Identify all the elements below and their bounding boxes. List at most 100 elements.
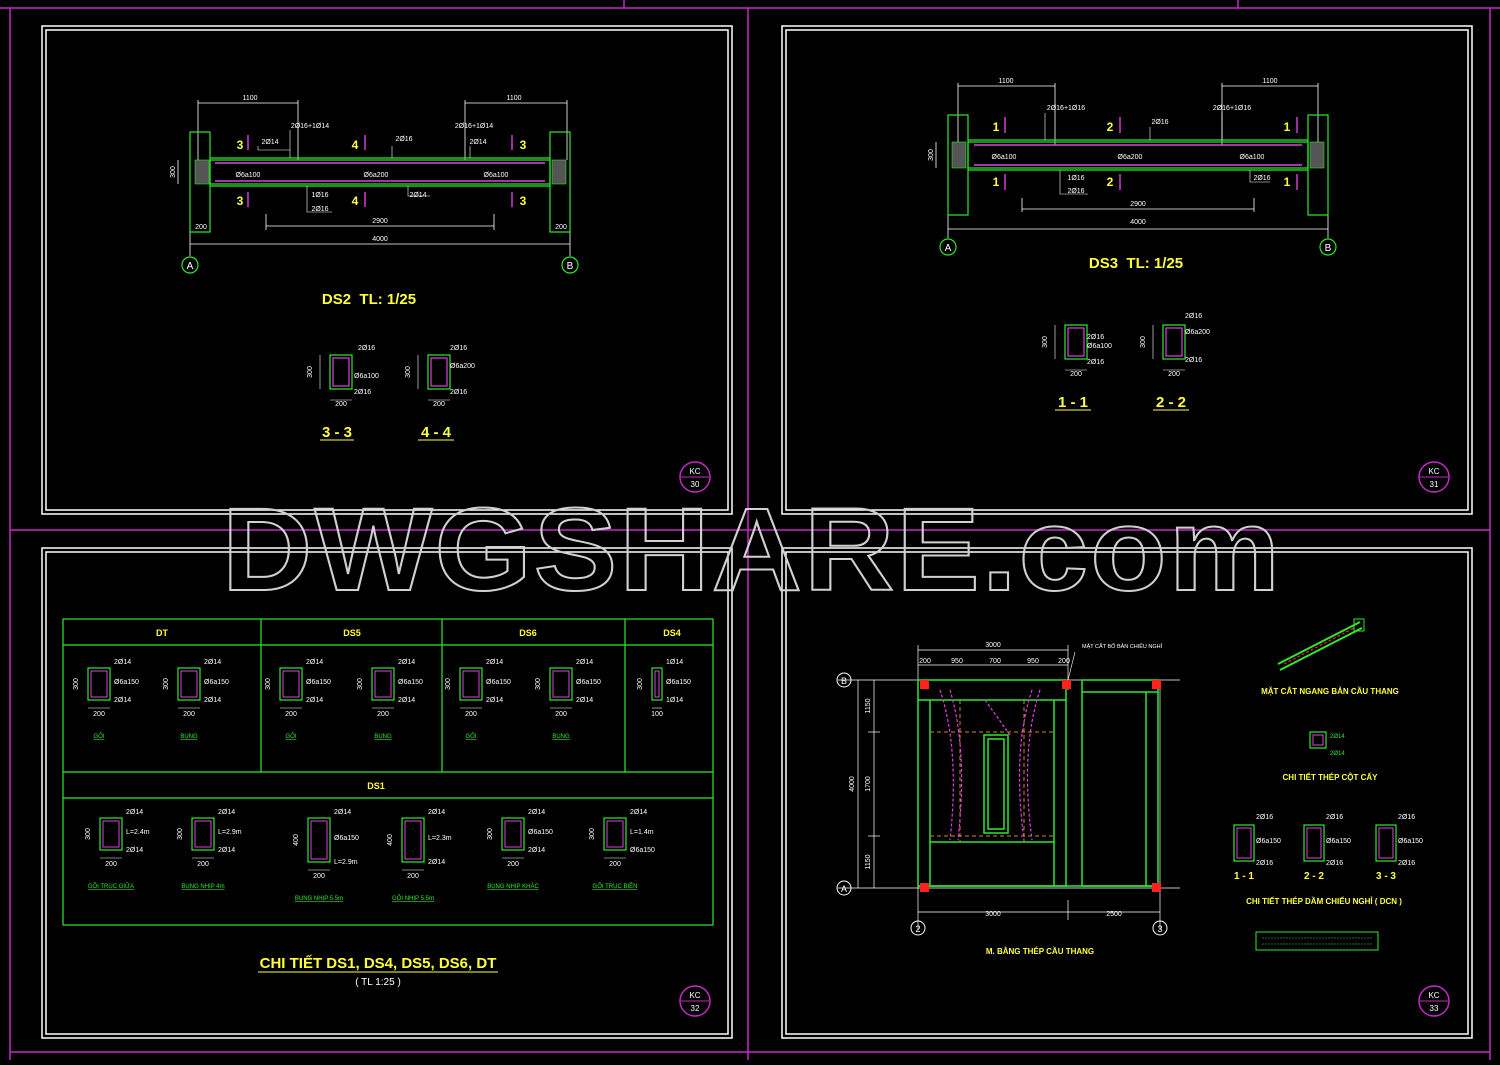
plan-left-dim-1: 1150 bbox=[865, 698, 872, 713]
bottom-rebar-1: 1Ø16 bbox=[1067, 175, 1084, 182]
section-height: 300 bbox=[357, 678, 364, 690]
dcn-outline bbox=[1375, 824, 1397, 862]
dcn-bot: 2Ø16 bbox=[1326, 860, 1343, 867]
section-stirrup-label: Ø6a150 bbox=[486, 679, 511, 686]
sheet-stair-plan: B A 2 3 3000 200 950 700 950 200 1150 17… bbox=[836, 618, 1450, 1017]
section-2-2: 2Ø16 Ø6a200 2Ø16 200 300 2 - 2 bbox=[1140, 313, 1210, 411]
plan-top-dim: 3000 bbox=[985, 642, 1001, 649]
dcn-mid: Ø6a150 bbox=[1256, 838, 1281, 845]
header-ds5: DS5 bbox=[343, 628, 361, 638]
stirrup-right: Ø6a100 bbox=[1240, 154, 1265, 161]
header-ds1: DS1 bbox=[367, 781, 385, 791]
section-bottom-rebar: 2Ø14 bbox=[204, 697, 221, 704]
bottom-rebar-2-left: 2Ø16 bbox=[1067, 188, 1084, 195]
col-rebar-bot: 2Ø14 bbox=[1330, 751, 1345, 757]
stirrup-mid: Ø6a200 bbox=[1118, 154, 1143, 161]
section-bottom-rebar: 2Ø14 bbox=[398, 697, 415, 704]
sheet-number: 32 bbox=[691, 1004, 700, 1013]
section-1-1-stirrup: Ø6a100 bbox=[1087, 343, 1112, 350]
section-stirrup bbox=[462, 670, 480, 698]
section-stirrup-label: Ø6a150 bbox=[306, 679, 331, 686]
section-width: 200 bbox=[183, 711, 195, 718]
section-bottom-rebar: 2Ø14 bbox=[218, 847, 235, 854]
section-top-rebar: 2Ø14 bbox=[114, 659, 131, 666]
section-top-rebar: 2Ø14 bbox=[630, 809, 647, 816]
col-width-right: 200 bbox=[555, 224, 567, 231]
section-stirrup-label: L=2.4m bbox=[126, 829, 150, 836]
dim-total-span: 4000 bbox=[1130, 219, 1146, 226]
axis-2-label: 2 bbox=[915, 924, 920, 934]
dim-depth: 300 bbox=[928, 149, 935, 161]
section-stirrup bbox=[654, 670, 660, 698]
section-height: 400 bbox=[293, 834, 300, 846]
dim-left: 1100 bbox=[998, 78, 1013, 85]
sheet-stamp-30: KC 30 bbox=[679, 461, 711, 493]
section-outline bbox=[549, 667, 573, 701]
dcn-stirrup bbox=[1306, 827, 1322, 859]
section-outline bbox=[99, 817, 123, 851]
dcn-mid: Ø6a150 bbox=[1398, 838, 1423, 845]
rebar-top-left-mid: 2Ø16+1Ø14 bbox=[291, 123, 329, 130]
header-ds6: DS6 bbox=[519, 628, 537, 638]
sheet-ds3: A B 1100 1100 2900 4000 300 1 2 1 1 2 1 … bbox=[928, 78, 1450, 493]
dcn-outline bbox=[1303, 824, 1325, 862]
plan-bot-dim-2: 2500 bbox=[1106, 911, 1122, 918]
cross-section-slab bbox=[1277, 618, 1365, 671]
header-ds4: DS4 bbox=[663, 628, 681, 638]
rebar-top-left-mid: 2Ø16+1Ø16 bbox=[1047, 105, 1085, 112]
section-4-4-stirrup: Ø6a200 bbox=[450, 363, 475, 370]
section-stirrup-label: Ø6a150 bbox=[334, 835, 359, 842]
section-stirrup-label: Ø6a150 bbox=[114, 679, 139, 686]
section-stirrup bbox=[552, 670, 570, 698]
section-stirrup bbox=[404, 820, 422, 860]
cut-2-bot: 2 bbox=[1107, 175, 1114, 189]
section-outline bbox=[501, 817, 525, 851]
note-box bbox=[1255, 931, 1379, 951]
section-stirrup bbox=[90, 670, 108, 698]
section-top-rebar: 1Ø14 bbox=[666, 659, 683, 666]
section-3-3: 2Ø16 Ø6a100 2Ø16 200 300 3 - 3 bbox=[307, 345, 379, 441]
section-width: 200 bbox=[93, 711, 105, 718]
section-bottom-rebar: L=2.9m bbox=[334, 859, 358, 866]
bottom-rebar-3: 2Ø14 bbox=[409, 192, 426, 199]
section-stirrup-label: Ø6a150 bbox=[576, 679, 601, 686]
plan-left-total: 4000 bbox=[849, 776, 856, 792]
axis-a-label: A bbox=[945, 243, 952, 254]
cut-3-bot-right: 3 bbox=[520, 194, 527, 208]
section-stirrup-label: Ø6a150 bbox=[398, 679, 423, 686]
sheet-number: 30 bbox=[691, 480, 700, 489]
section-caption: GỐI NHỊP 5.5m bbox=[392, 895, 434, 902]
section-caption: GỐI bbox=[93, 733, 104, 740]
sheet-number: 33 bbox=[1430, 1004, 1439, 1013]
section-top-rebar: 2Ø14 bbox=[528, 809, 545, 816]
section-top-rebar: 2Ø14 bbox=[576, 659, 593, 666]
section-bottom-rebar: 2Ø14 bbox=[306, 697, 323, 704]
section-width: 200 bbox=[285, 711, 297, 718]
section-height: 300 bbox=[487, 828, 494, 840]
section-2-2-stirrup: Ø6a200 bbox=[1185, 329, 1210, 336]
axis-b-label: B bbox=[841, 676, 847, 686]
section-top-rebar: 2Ø14 bbox=[486, 659, 503, 666]
dcn-top: 2Ø16 bbox=[1256, 814, 1273, 821]
section-4-4-width: 200 bbox=[433, 401, 445, 408]
section-width: 200 bbox=[313, 873, 325, 880]
sheet-number: 31 bbox=[1430, 480, 1439, 489]
section-height: 300 bbox=[163, 678, 170, 690]
section-stirrup-label: Ø6a150 bbox=[666, 679, 691, 686]
section-stirrup bbox=[310, 820, 328, 860]
plan-left-dim-3: 1150 bbox=[865, 854, 872, 869]
section-2-2-label: 2 - 2 bbox=[1156, 394, 1186, 411]
stamp-code: KC bbox=[1428, 467, 1439, 476]
section-bottom-rebar: Ø6a150 bbox=[630, 847, 655, 854]
section-bottom-rebar: 2Ø14 bbox=[528, 847, 545, 854]
plan-sub-dim-1: 200 bbox=[919, 658, 931, 665]
section-1-1-label: 1 - 1 bbox=[1058, 394, 1088, 411]
